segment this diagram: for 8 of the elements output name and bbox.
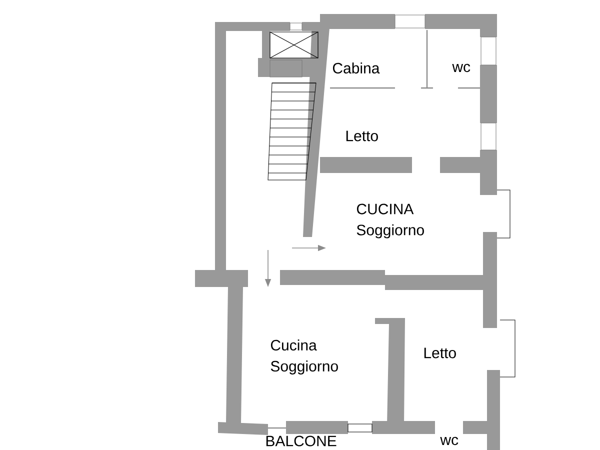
room-label: Letto xyxy=(424,348,456,358)
room-label: Letto xyxy=(346,130,378,142)
room-label: Cucina Soggiorno xyxy=(270,340,338,374)
room-label: wc xyxy=(440,436,458,446)
room-label: wc xyxy=(452,64,470,72)
room-label: CUCINA Soggiorno xyxy=(356,204,424,238)
room-label: Cabina xyxy=(332,62,380,74)
room-label: BALCONE xyxy=(266,436,336,446)
